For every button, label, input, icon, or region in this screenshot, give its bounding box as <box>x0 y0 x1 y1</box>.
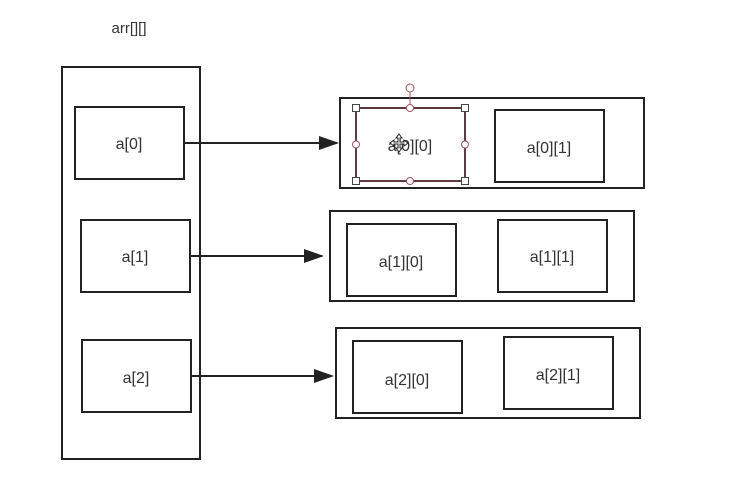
outer-cell-0-label: a[0] <box>116 136 143 153</box>
resize-handle-bottom-right[interactable] <box>461 177 469 185</box>
outer-cell-1-box[interactable] <box>80 219 191 293</box>
outer-cell-0-box[interactable] <box>74 106 185 180</box>
cell-1-0-label: a[1][0] <box>379 254 423 271</box>
row-0[interactable]: a[0][0] a[0][1] <box>339 97 645 189</box>
resize-handle-bottom[interactable] <box>406 177 414 185</box>
outer-cell-1[interactable]: a[1] <box>80 219 191 293</box>
cell-1-0-box[interactable] <box>346 223 457 297</box>
move-cursor-icon <box>389 133 409 153</box>
row-2[interactable]: a[2][0] a[2][1] <box>335 327 641 419</box>
cell-0-1-label: a[0][1] <box>527 140 571 157</box>
row-2-box[interactable] <box>335 327 641 419</box>
cell-1-1-label: a[1][1] <box>530 249 574 266</box>
outer-cell-2[interactable]: a[2] <box>81 339 192 413</box>
outer-cell-0[interactable]: a[0] <box>74 106 185 180</box>
rotate-handle[interactable] <box>405 83 415 93</box>
outer-cell-2-label: a[2] <box>123 370 150 387</box>
resize-handle-top-right[interactable] <box>461 104 469 112</box>
resize-handle-top-left[interactable] <box>352 104 360 112</box>
resize-handle-left[interactable] <box>352 140 360 149</box>
row-0-box[interactable] <box>339 97 645 189</box>
resize-handle-bottom-left[interactable] <box>352 177 360 185</box>
row-1[interactable]: a[1][0] a[1][1] <box>329 210 635 302</box>
cell-2-0-label: a[2][0] <box>385 372 429 389</box>
resize-handle-top[interactable] <box>406 104 414 112</box>
row-1-box[interactable] <box>329 210 635 302</box>
outer-cell-1-label: a[1] <box>122 249 149 266</box>
outer-array-box[interactable] <box>61 66 201 460</box>
resize-handle-right[interactable] <box>461 140 469 149</box>
diagram-title: arr[][] <box>111 20 146 37</box>
cell-2-1-box[interactable] <box>503 336 614 410</box>
cell-2-0-box[interactable] <box>352 340 463 414</box>
cell-0-1-box[interactable] <box>494 109 605 183</box>
cell-1-1-box[interactable] <box>497 219 608 293</box>
cell-2-1-label: a[2][1] <box>536 367 580 384</box>
selection-overlay[interactable] <box>352 83 469 185</box>
